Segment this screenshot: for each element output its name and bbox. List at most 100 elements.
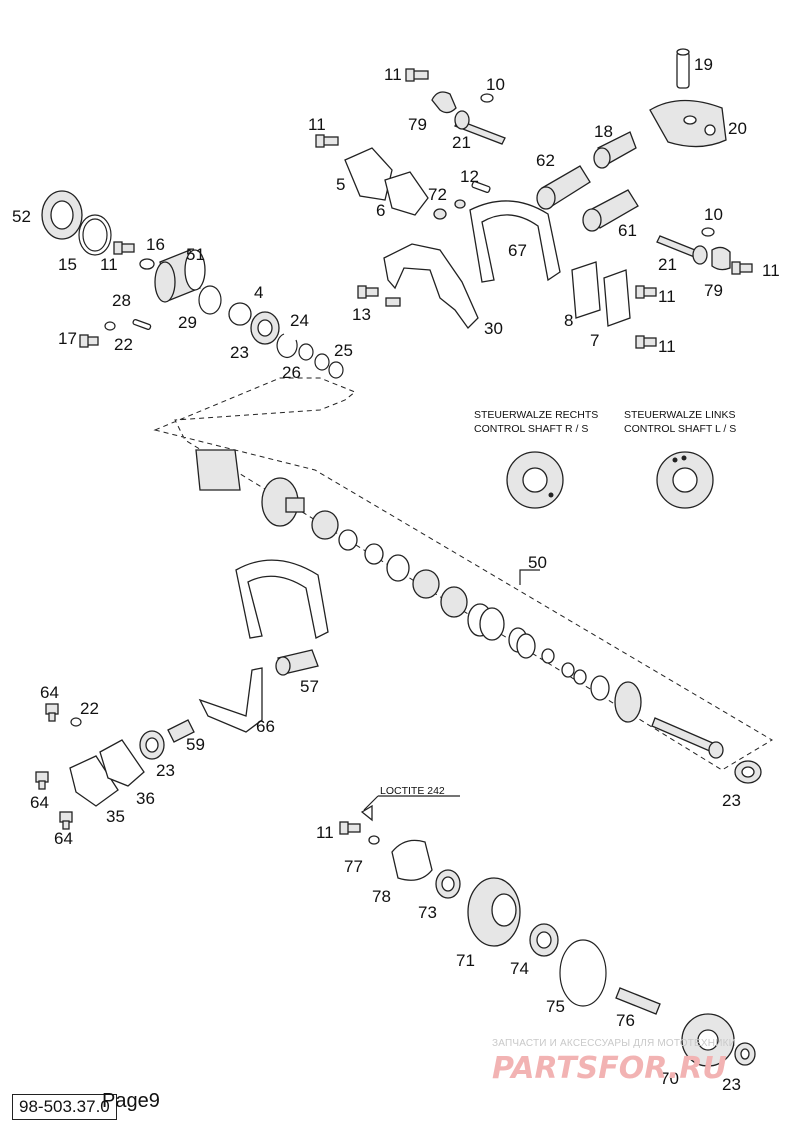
callout-4: 4 <box>254 283 263 302</box>
bolt-icon-64a <box>45 703 59 722</box>
callout-26: 26 <box>282 363 301 382</box>
callout-29: 29 <box>178 313 197 332</box>
callout-11: 11 <box>384 65 402 84</box>
part-washer-26 <box>298 343 314 361</box>
callout-11: 11 <box>658 287 676 306</box>
part-o-ring-29 <box>198 285 222 315</box>
part-washer-72 <box>454 199 466 209</box>
part-control-roller-61 <box>582 189 639 232</box>
callout-76: 76 <box>616 1011 635 1030</box>
part-washer-77 <box>360 804 373 822</box>
callout-64: 64 <box>54 829 73 848</box>
bolt-icon-11g <box>339 821 361 835</box>
part-gear-70-hub <box>697 1029 719 1051</box>
part-72 <box>433 208 447 220</box>
part-washer-16 <box>139 258 155 270</box>
part-gasket-7 <box>603 269 631 327</box>
part-control-roller-62 <box>536 165 591 210</box>
part-bearing-74 <box>529 923 559 957</box>
callout-19: 19 <box>694 55 713 74</box>
part-lever-30 <box>383 243 479 329</box>
part-washer-25b <box>328 361 344 379</box>
part-bearing-23-bottom <box>734 1042 756 1066</box>
callout-21: 21 <box>452 133 471 152</box>
callout-25: 25 <box>334 341 353 360</box>
callout-75: 75 <box>546 997 565 1016</box>
bolt-icon-11a <box>405 68 429 82</box>
callout-74: 74 <box>510 959 529 978</box>
callout-77: 77 <box>344 857 363 876</box>
control-shaft-right-gear-icon <box>506 451 564 509</box>
callout-12: 12 <box>460 167 479 186</box>
callout-7: 7 <box>590 331 599 350</box>
callout-62: 62 <box>536 151 555 170</box>
callout-23: 23 <box>156 761 175 780</box>
callout-11: 11 <box>100 255 118 274</box>
callout-10: 10 <box>486 75 505 94</box>
callout-22: 22 <box>80 699 99 718</box>
callout-6: 6 <box>376 201 385 220</box>
part-stud-59 <box>167 719 195 743</box>
caption-right-line2: CONTROL SHAFT R / S <box>474 423 588 435</box>
part-pin-28 <box>132 318 152 330</box>
part-bearing-73 <box>435 869 461 899</box>
callout-59: 59 <box>186 735 205 754</box>
callout-23: 23 <box>230 343 249 362</box>
callout-57: 57 <box>300 677 319 696</box>
callout-23: 23 <box>722 1075 741 1094</box>
callout-71: 71 <box>456 951 475 970</box>
bolt-icon-64b <box>35 771 49 790</box>
part-ring-22-top <box>104 321 116 331</box>
callout-79: 79 <box>704 281 723 300</box>
callout-64: 64 <box>40 683 59 702</box>
part-control-shaft-18 <box>593 131 637 169</box>
part-washer-25a <box>314 353 330 371</box>
callout-11: 11 <box>316 823 334 842</box>
bolt-icon-11e <box>635 285 657 299</box>
callout-17: 17 <box>58 329 77 348</box>
callout-61: 61 <box>618 221 637 240</box>
caption-left-line1: STEUERWALZE LINKS <box>624 409 735 421</box>
leader-line-loctite <box>363 795 460 811</box>
callout-73: 73 <box>418 903 437 922</box>
part-ring-15 <box>78 214 112 256</box>
part-sleeve-51 <box>154 249 206 303</box>
part-o-ring-10-right <box>701 227 715 237</box>
part-gasket-6 <box>384 171 429 216</box>
part-shaft-76 <box>615 987 661 1015</box>
callout-13: 13 <box>352 305 371 324</box>
part-bearing-23-top <box>250 311 280 345</box>
callout-24: 24 <box>290 311 309 330</box>
part-segment-large <box>235 559 329 639</box>
callout-35: 35 <box>106 807 125 826</box>
callout-11: 11 <box>762 261 780 280</box>
watermark-logo: PARTSFOR.RU <box>492 1051 727 1086</box>
bolt-icon-11f <box>635 335 657 349</box>
part-shaft-assembly-50 <box>195 449 724 759</box>
callout-67: 67 <box>508 241 527 260</box>
part-cover-5 <box>344 147 393 201</box>
callout-70: 70 <box>660 1069 679 1088</box>
caption-left-line2: CONTROL SHAFT L / S <box>624 423 736 435</box>
callout-64: 64 <box>30 793 49 812</box>
document-code: 98-503.37.0 <box>12 1094 117 1120</box>
bolt-icon-17 <box>79 334 99 348</box>
assembly-frame-dashed <box>153 377 773 771</box>
part-gasket-35 <box>69 755 119 807</box>
callout-22: 22 <box>114 335 133 354</box>
callout-11: 11 <box>658 337 676 356</box>
callout-30: 30 <box>484 319 503 338</box>
part-valve-housing <box>649 99 727 148</box>
part-washer-77b <box>368 835 380 845</box>
bolt-icon-64c <box>59 811 73 830</box>
part-bearing-23-shaft <box>734 760 762 784</box>
bolt-icon-11c <box>113 241 135 255</box>
part-lever-79-right <box>711 246 731 271</box>
part-pin-12 <box>471 181 491 193</box>
callout-50: 50 <box>528 553 547 572</box>
caption-right-line1: STEUERWALZE RECHTS <box>474 409 598 421</box>
bolt-icon-11b <box>315 134 339 148</box>
callout-51: 51 <box>186 245 205 264</box>
callout-66: 66 <box>256 717 275 736</box>
